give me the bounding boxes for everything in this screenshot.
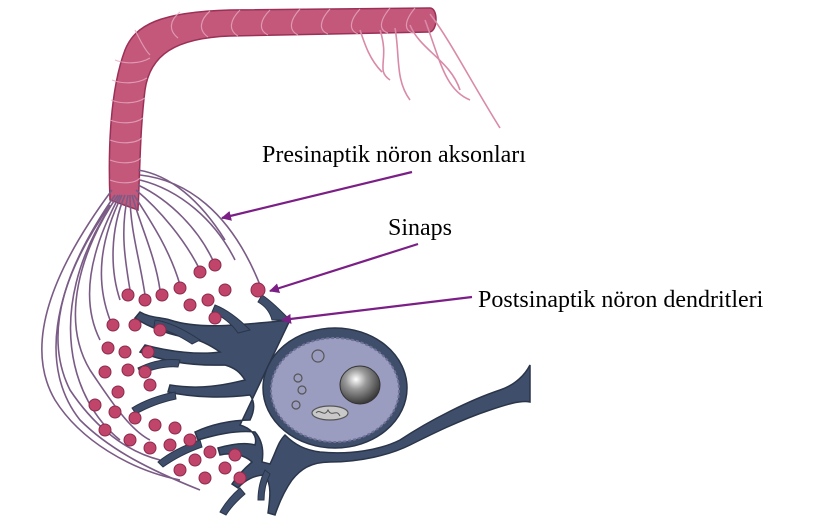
annotation-arrows <box>222 172 472 320</box>
nucleus <box>271 338 399 442</box>
label-synapse: Sinaps <box>388 216 452 240</box>
arrow-synapse <box>270 244 418 291</box>
arrow-postsynaptic <box>282 297 472 320</box>
label-presynaptic-axons: Presinaptik nöron aksonları <box>262 143 526 167</box>
label-postsynaptic-dendrites: Postsinaptik nöron dendritleri <box>478 288 763 312</box>
presynaptic-axon-bundle <box>109 8 436 210</box>
arrow-presynaptic <box>222 172 412 218</box>
